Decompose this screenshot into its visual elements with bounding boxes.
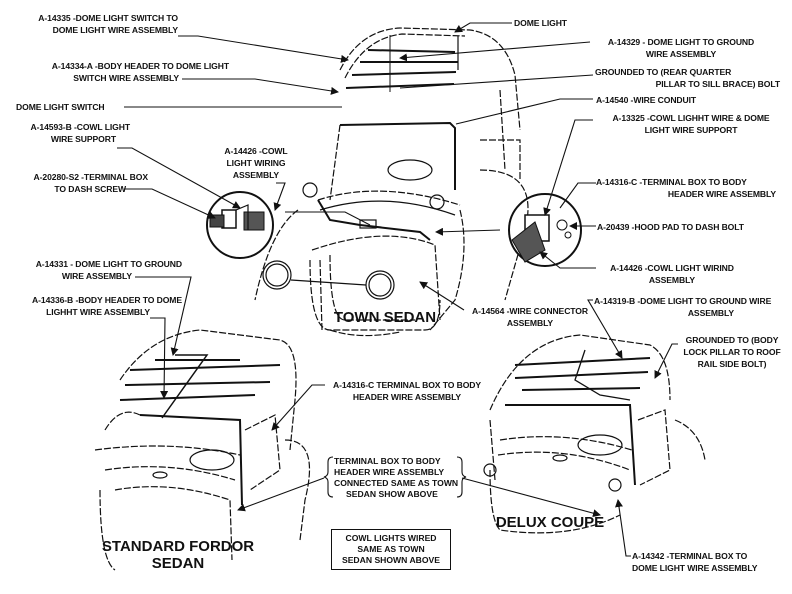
callout-dome-light: DOME LIGHT [514,17,567,29]
callout-a14426-left: A-14426 -COWL LIGHT WIRING ASSEMBLY [216,145,296,181]
callout-a13325: A-13325 -COWL LIGHHT WIRE & DOME LIGHT W… [596,112,786,136]
callout-line: ASSEMBLY [232,170,280,180]
callout-a14319b: A-14319-B -DOME LIGHT TO GROUND WIRE ASS… [594,295,784,319]
callout-line: WIRE ASSEMBLY [645,49,717,59]
standard-fordor-sedan-drawing [94,329,311,571]
callout-line: A-14334-A -BODY HEADER TO DOME LIGHT [51,61,229,71]
cowl-light-inset-left [206,191,274,259]
callout-line: A-14316-C -TERMINAL BOX TO BODY [596,177,747,187]
callout-line: LOCK PILLAR TO ROOF [683,347,781,357]
callout-line: HEADER WIRE ASSEMBLY [352,392,462,402]
title-line: STANDARD FORDOR [101,538,255,555]
callout-line: A-14336-B -BODY HEADER TO DOME [32,295,182,305]
leader-lines [117,22,678,557]
cowl-lights-note-box: COWL LIGHTS WIRED SAME AS TOWN SEDAN SHO… [331,529,451,570]
callout-a14335: A-14335 -DOME LIGHT SWITCH TO DOME LIGHT… [8,12,178,36]
callout-a14336b: A-14336-B -BODY HEADER TO DOME LIGHHT WI… [2,294,182,318]
callout-a14334a: A-14334-A -BODY HEADER TO DOME LIGHT SWI… [14,60,229,84]
callout-line: A-14335 -DOME LIGHT SWITCH TO [38,13,178,23]
note-line: SAME AS TOWN [357,544,425,554]
callout-a14316c-std: A-14316-C TERMINAL BOX TO BODY HEADER WI… [327,379,487,403]
callout-line: WIRE ASSEMBLY [61,271,132,281]
callout-line: A-13325 -COWL LIGHHT WIRE & DOME [612,113,770,123]
callout-a14540: A-14540 -WIRE CONDUIT [596,94,696,106]
callout-line: DOME LIGHT [514,18,567,28]
callout-line: ASSEMBLY [648,275,696,285]
callout-line: A-14319-B -DOME LIGHT TO GROUND WIRE [594,296,772,306]
callout-a14329: A-14329 - DOME LIGHT TO GROUND WIRE ASSE… [596,36,766,60]
callout-line: A-14331 - DOME LIGHT TO GROUND [35,259,182,269]
callout-line: A-14316-C TERMINAL BOX TO BODY [332,380,482,390]
terminal-box-note: TERMINAL BOX TO BODY HEADER WIRE ASSEMBL… [334,456,458,500]
callout-line: ASSEMBLY [687,308,734,318]
note-line: SEDAN SHOWN ABOVE [341,555,441,565]
note-line: TERMINAL BOX TO BODY [334,456,441,466]
callout-line: SWITCH WIRE ASSEMBLY [73,73,179,83]
callout-a14316c-top: A-14316-C -TERMINAL BOX TO BODY HEADER W… [596,176,776,200]
town-sedan-drawing [254,27,529,337]
callout-line: LIGHT WIRING [226,158,286,168]
callout-a20280s2: A-20280-S2 -TERMINAL BOX TO DASH SCREW [8,171,149,195]
standard-fordor-title: STANDARD FORDOR SEDAN [78,538,278,572]
callout-a14593b: A-14593-B -COWL LIGHT WIRE SUPPORT [8,121,131,145]
callout-line: A-14329 - DOME LIGHT TO GROUND [607,37,755,47]
callout-a14564: A-14564 -WIRE CONNECTOR ASSEMBLY [465,305,595,329]
callout-line: A-14426 -COWL LIGHT WIRIND [610,263,734,273]
callout-line: HEADER WIRE ASSEMBLY [667,189,776,199]
callout-line: DOME LIGHT WIRE ASSEMBLY [632,563,758,573]
callout-line: RAIL SIDE BOLT) [697,359,767,369]
callout-line: A-20280-S2 -TERMINAL BOX [33,172,149,182]
note-line: CONNECTED SAME AS TOWN [334,478,459,488]
callout-a20439: A-20439 -HOOD PAD TO DASH BOLT [597,221,744,233]
terminal-box-inset-right [508,193,582,267]
callout-line: DOME LIGHT WIRE ASSEMBLY [52,25,179,35]
callout-line: TO DASH SCREW [54,184,126,194]
callout-line: A-14540 -WIRE CONDUIT [596,95,697,105]
note-line: SEDAN SHOW ABOVE [346,489,438,499]
callout-grounded-rear-quarter: GROUNDED TO (REAR QUARTER PILLAR TO SILL… [595,66,780,90]
callout-grounded-body-lock: GROUNDED TO (BODY LOCK PILLAR TO ROOF RA… [678,334,786,370]
callout-line: A-14426 -COWL [224,146,288,156]
callout-line: LIGHT WIRE SUPPORT [644,125,738,135]
callout-line: LIGHHT WIRE ASSEMBLY [46,307,150,317]
note-braces [323,456,467,498]
callout-line: WIRE SUPPORT [50,134,116,144]
callout-line: A-14342 -TERMINAL BOX TO [632,551,748,561]
callout-line: A-14564 -WIRE CONNECTOR [472,306,588,316]
callout-line: PILLAR TO SILL BRACE) BOLT [655,79,781,89]
callout-a14331: A-14331 - DOME LIGHT TO GROUND WIRE ASSE… [2,258,182,282]
title-line: SEDAN [151,555,205,572]
callout-dome-light-switch: DOME LIGHT SWITCH [16,101,105,113]
callout-line: DOME LIGHT SWITCH [16,102,105,112]
callout-line: GROUNDED TO (BODY [685,335,779,345]
delux-coupe-drawing [483,334,706,534]
note-line: COWL LIGHTS WIRED [345,533,437,543]
callout-line: GROUNDED TO (REAR QUARTER [595,67,732,77]
callout-a14342: A-14342 -TERMINAL BOX TO DOME LIGHT WIRE… [632,550,758,574]
callout-line: ASSEMBLY [506,318,554,328]
callout-line: A-14593-B -COWL LIGHT [30,122,131,132]
callout-a14426-right: A-14426 -COWL LIGHT WIRIND ASSEMBLY [597,262,747,286]
delux-coupe-title: DELUX COUPE [495,514,605,531]
note-line: HEADER WIRE ASSEMBLY [334,467,445,477]
town-sedan-title: TOWN SEDAN [333,309,437,326]
callout-line: A-20439 -HOOD PAD TO DASH BOLT [597,222,744,232]
